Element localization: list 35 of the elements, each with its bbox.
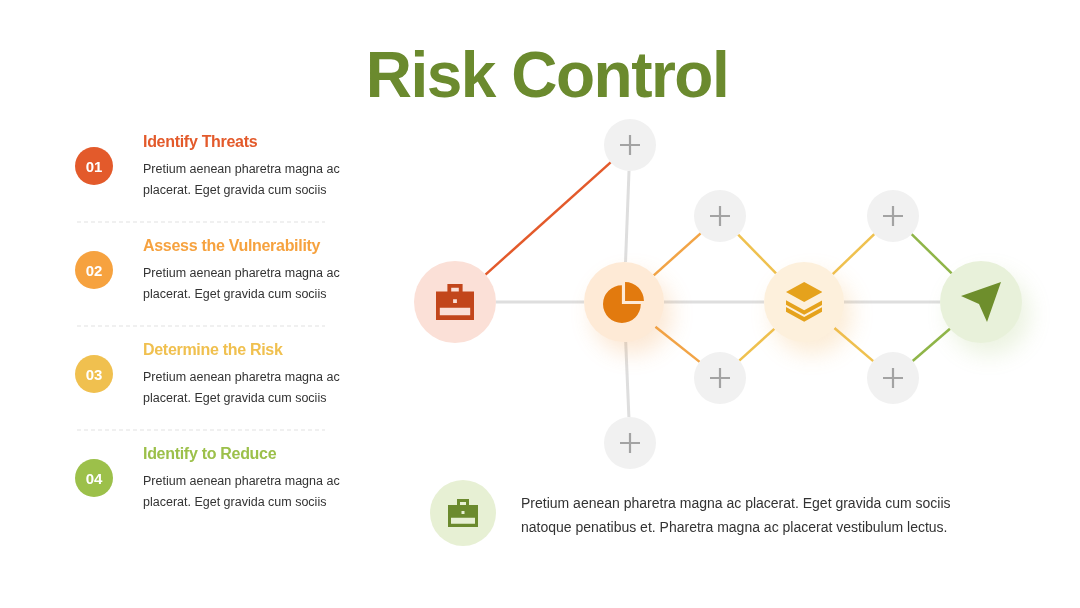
step-heading: Determine the Risk xyxy=(143,340,283,360)
connector-line xyxy=(624,341,631,418)
connector-line xyxy=(737,233,777,275)
plus-circle xyxy=(867,190,919,242)
plus-circle xyxy=(694,190,746,242)
plus-circle xyxy=(604,417,656,469)
connector-line xyxy=(654,325,701,363)
step-number: 02 xyxy=(75,251,113,289)
plus-circle xyxy=(604,119,656,171)
step-description: Pretium aenean pharetra magna ac placerat. Eget gravida cum sociis xyxy=(143,473,341,511)
connector-line xyxy=(910,233,953,275)
step-heading: Identify Threats xyxy=(143,132,258,152)
connector-line xyxy=(624,170,631,263)
plus-circle xyxy=(867,352,919,404)
step-heading: Identify to Reduce xyxy=(143,444,277,464)
step-description: Pretium aenean pharetra magna ac placerat. Eget gravida cum sociis xyxy=(143,265,341,303)
step-description: Pretium aenean pharetra magna ac placerat. Eget gravida cum sociis xyxy=(143,161,341,199)
step-number: 01 xyxy=(75,147,113,185)
step-heading: Assess the Vulnerability xyxy=(143,236,321,256)
connector-line xyxy=(738,327,776,362)
title: Risk Control xyxy=(365,40,729,110)
connector-line xyxy=(911,327,951,362)
step-number: 04 xyxy=(75,459,113,497)
connector-line xyxy=(833,327,875,363)
connector-line xyxy=(484,161,612,276)
step-number: 03 xyxy=(75,355,113,393)
step-description: Pretium aenean pharetra magna ac placerat. Eget gravida cum sociis xyxy=(143,369,341,407)
connector-line xyxy=(652,232,702,277)
connector-line xyxy=(496,300,584,304)
connector-line xyxy=(831,233,876,276)
description-text: Pretium aenean pharetra magna ac placerat. Eget gravida cum sociis natoque penatibus et. Pharetra magna ac placerat vestibulum lectus. xyxy=(521,494,952,537)
icon-circle xyxy=(764,262,844,342)
plus-circle xyxy=(694,352,746,404)
connector-line xyxy=(844,300,940,304)
connector-line xyxy=(664,300,764,304)
